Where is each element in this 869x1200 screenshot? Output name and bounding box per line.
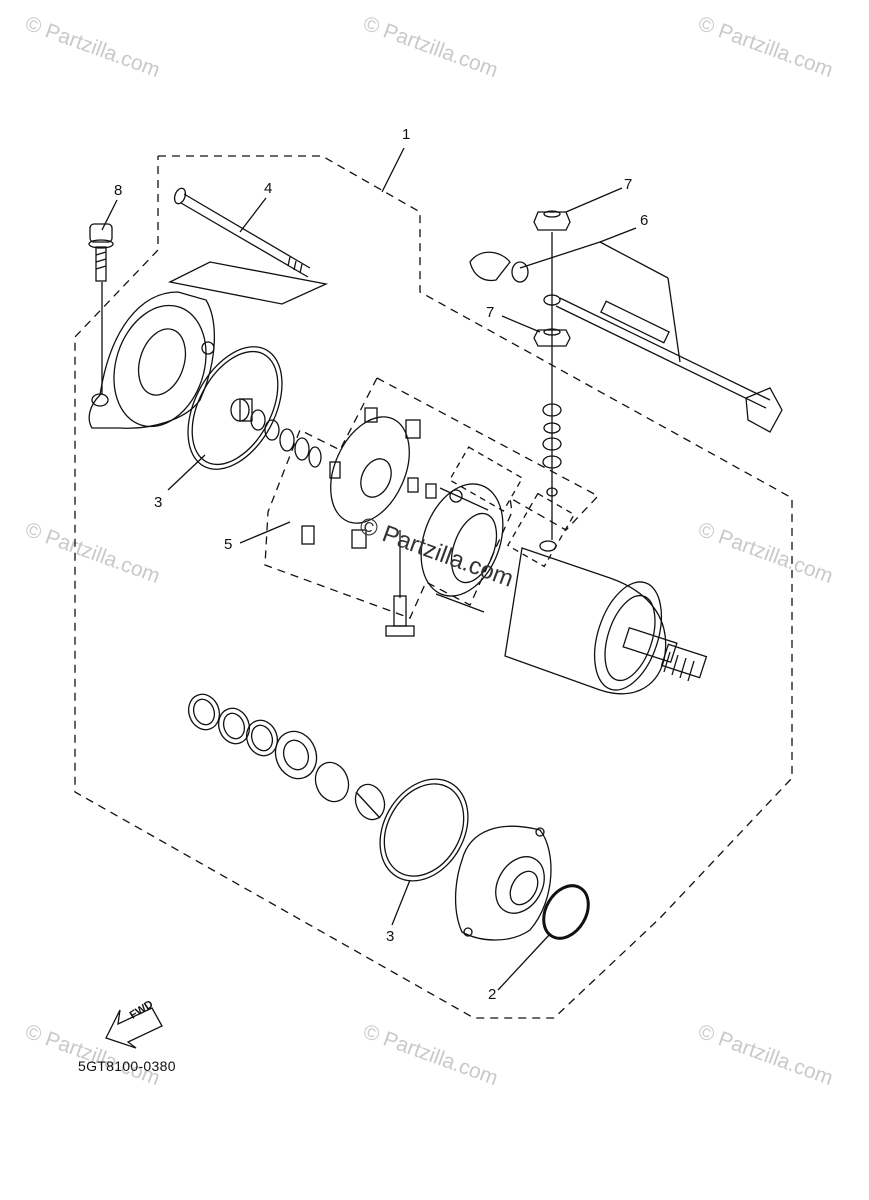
- armature-inner-box: [506, 492, 576, 568]
- callout-7-lower: 7: [486, 304, 495, 321]
- leader-8: [101, 199, 118, 231]
- leader-2: [497, 933, 551, 991]
- lead-wire: [469, 251, 783, 433]
- callout-1: 1: [402, 126, 411, 143]
- callout-7-upper: 7: [624, 176, 633, 193]
- washer-stack-rear: [230, 398, 322, 468]
- washer-stack-front: [187, 693, 386, 821]
- brush-holder-plate: [301, 407, 437, 549]
- o-ring-small: [542, 884, 590, 940]
- leader-1: [381, 147, 405, 193]
- o-ring-lower: [379, 778, 469, 882]
- fwd-arrow-icon: [105, 1007, 163, 1049]
- callout-3-lower: 3: [386, 928, 395, 945]
- leader-6c: [599, 241, 669, 279]
- diagram-code: 5GT8100-0380: [78, 1058, 176, 1074]
- motor-body: [504, 540, 708, 695]
- leader-5: [239, 521, 291, 544]
- nut-washer-stack: [533, 210, 571, 497]
- leader-6b: [519, 241, 601, 269]
- leader-7b: [501, 315, 541, 333]
- yoke-ring: [420, 483, 504, 613]
- leader-3a: [167, 454, 206, 491]
- o-ring-upper: [187, 346, 283, 470]
- brush-inner-box: [448, 446, 524, 512]
- assembly-boundary: [74, 155, 793, 1019]
- callout-5: 5: [224, 536, 233, 553]
- leader-4: [239, 197, 267, 233]
- rear-cover: [454, 825, 552, 941]
- front-cover: [88, 291, 216, 429]
- brush-screw: [385, 595, 415, 637]
- leader-6a: [599, 227, 637, 243]
- leader-6d: [667, 277, 681, 363]
- long-bolt: [168, 187, 329, 305]
- flange-bolt: [88, 223, 114, 282]
- leader-7a: [565, 187, 623, 213]
- callout-3-upper: 3: [154, 494, 163, 511]
- brush-group-boundary: [264, 377, 600, 619]
- callout-2: 2: [488, 986, 497, 1003]
- leader-3b: [391, 879, 411, 926]
- callout-6: 6: [640, 212, 649, 229]
- callout-4: 4: [264, 180, 273, 197]
- callout-8: 8: [114, 182, 123, 199]
